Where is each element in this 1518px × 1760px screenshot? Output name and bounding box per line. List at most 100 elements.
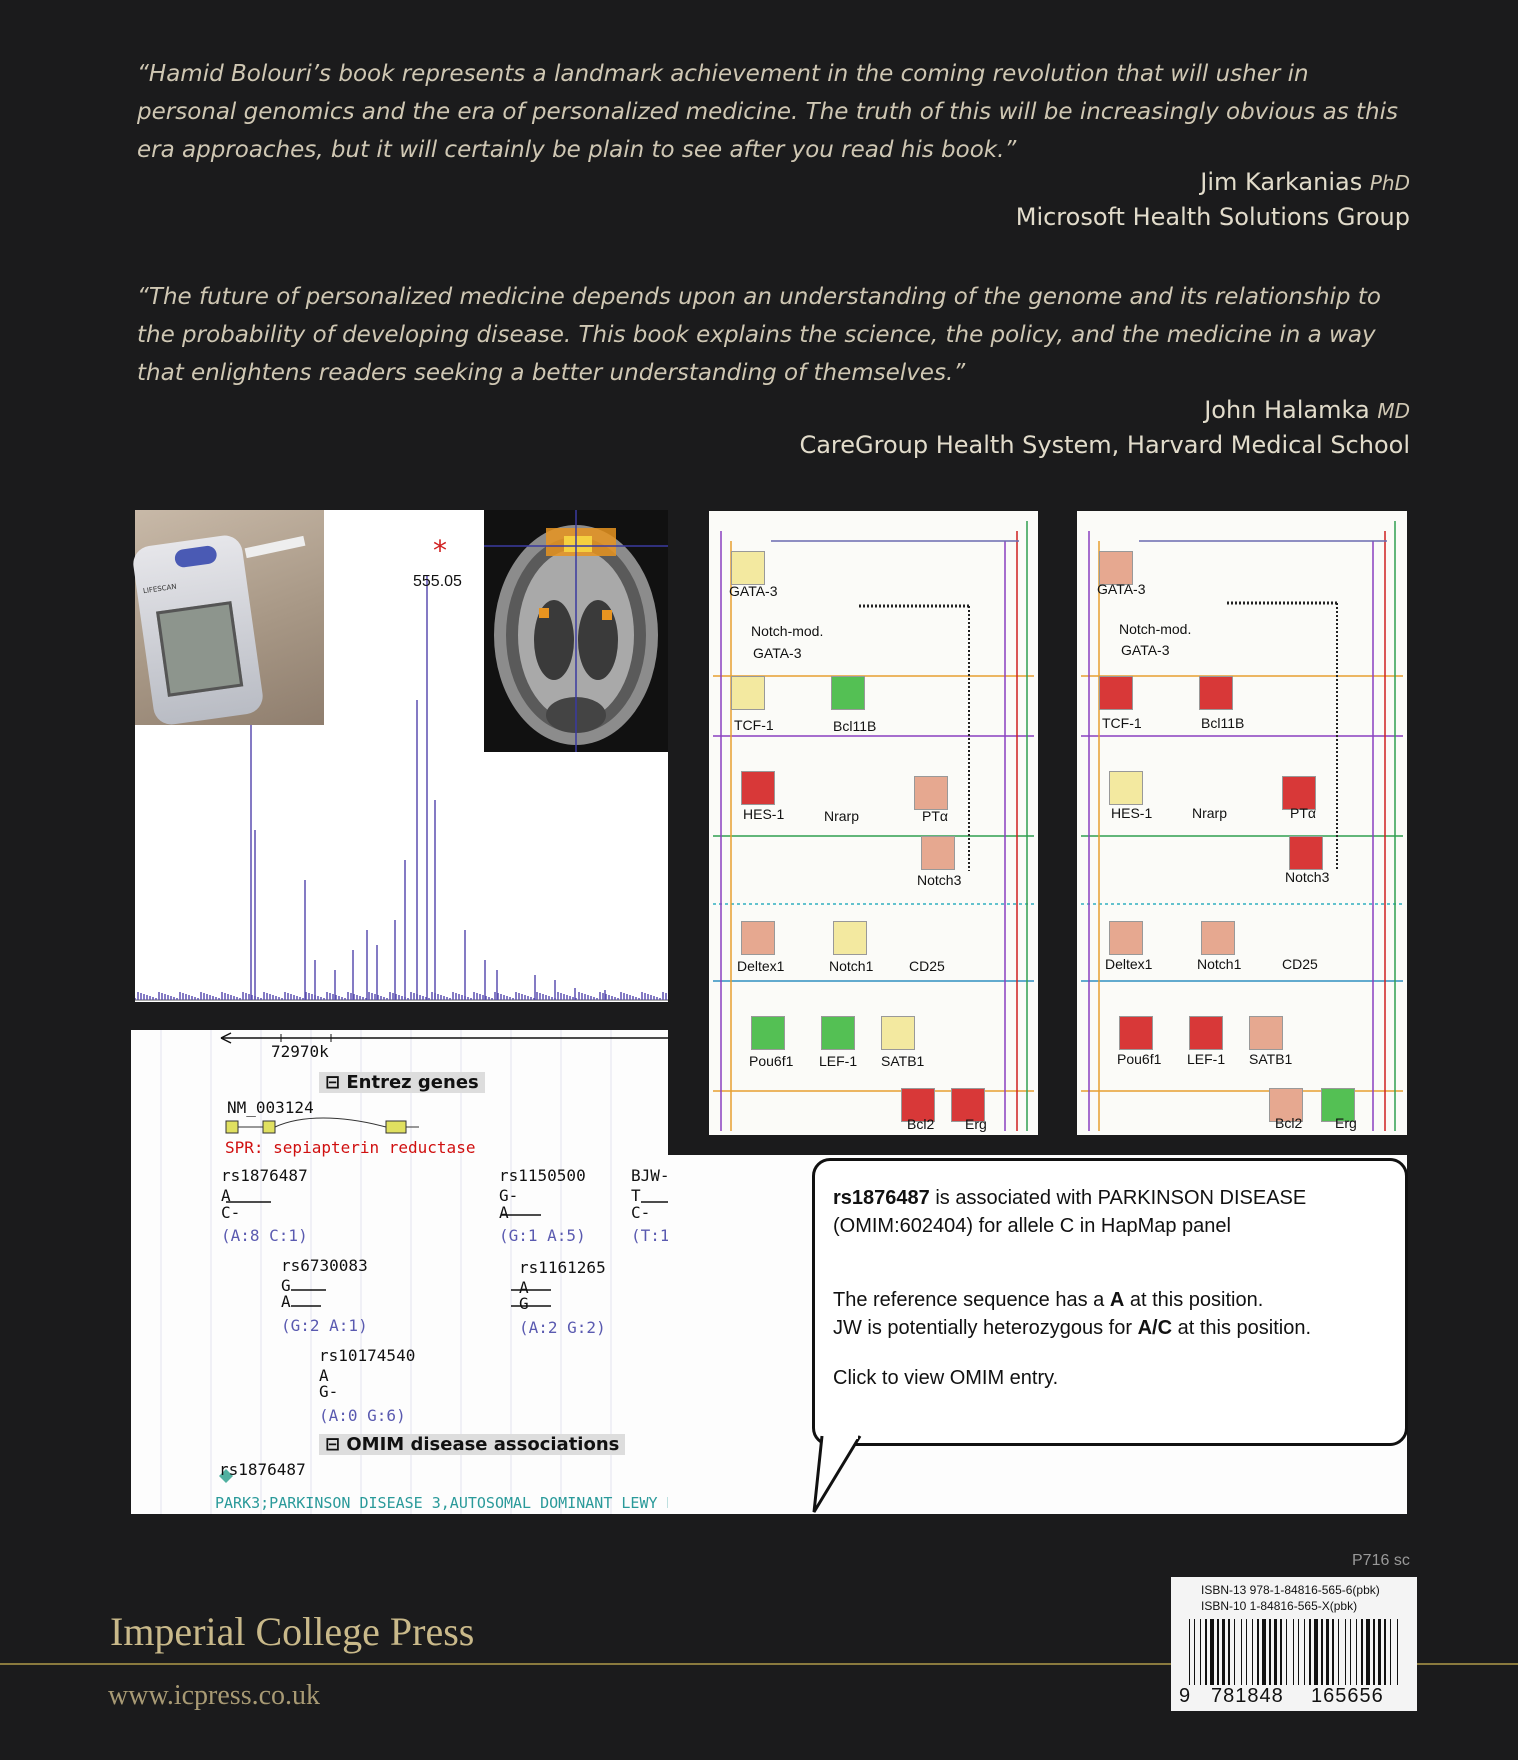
quote-2-author: John Halamka (1204, 396, 1370, 424)
node-notch1-box-left (833, 921, 867, 955)
tooltip-line-4: JW is potentially heterozygous for A/C a… (833, 1315, 1311, 1342)
node-label: Notch-mod. (751, 623, 824, 639)
barcode-digits-a: 781848 (1211, 1685, 1284, 1707)
snp-allele: A (519, 1278, 529, 1297)
node-tcf1-box-left (731, 676, 765, 710)
node-label: LEF-1 (1187, 1051, 1226, 1067)
node-hes1-box-right (1109, 771, 1143, 805)
node-satb1-box-right (1249, 1016, 1283, 1050)
node-bcl11b-box-right (1199, 676, 1233, 710)
node-label: SATB1 (1249, 1051, 1293, 1067)
snp-id[interactable]: rs1876487 (221, 1166, 308, 1185)
node-label: Bcl2 (907, 1116, 935, 1132)
quote-1-degree: PhD (1369, 171, 1410, 195)
quote-2-author-line: John Halamka MD (1204, 396, 1410, 424)
node-pou6f1-box-left (751, 1016, 785, 1050)
node-deltex1-box-left (741, 921, 775, 955)
quote-2-text: “The future of personalized medicine dep… (137, 284, 1381, 386)
node-pta-box-right (1282, 776, 1316, 810)
node-lef1-box-left (821, 1016, 855, 1050)
collapse-icon[interactable]: ⊟ (325, 1072, 341, 1093)
collapse-icon[interactable]: ⊟ (325, 1434, 341, 1455)
snp-allele: G- (499, 1186, 519, 1205)
node-erg-box-right (1321, 1088, 1355, 1122)
allele: A/C (1137, 1317, 1173, 1339)
node-notch1-box-right (1201, 921, 1235, 955)
node-label: PTα (1290, 805, 1316, 821)
text: JW is potentially heterozygous for (833, 1317, 1138, 1339)
tooltip-line-3: The reference sequence has a A at this p… (833, 1287, 1263, 1314)
node-notch3-box-left (921, 836, 955, 870)
glucose-meter-photo: LIFESCAN (131, 510, 324, 727)
gene-id[interactable]: NM_003124 (227, 1098, 314, 1117)
omim-header-label: OMIM disease associations (346, 1434, 620, 1455)
omim-snp-id[interactable]: rs1876487 (219, 1460, 306, 1479)
node-label: Erg (1335, 1115, 1357, 1131)
node-label: Bcl11B (1201, 715, 1245, 731)
quote-1-author-line: Jim Karkanias PhD (1200, 168, 1410, 196)
publisher-name: Imperial College Press (110, 1609, 475, 1654)
node-label: TCF-1 (734, 717, 774, 733)
node-gata3-box-right (1099, 551, 1133, 585)
node-pou6f1-box-right (1119, 1016, 1153, 1050)
node-hes1-box-left (741, 771, 775, 805)
barcode-digit-lead: 9 (1179, 1685, 1191, 1707)
spectrum-panel: * 555.05 LIFESCAN (131, 510, 668, 1002)
omim-disease-text[interactable]: PARK3;PARKINSON DISEASE 3,AUTOSOMAL DOMI… (215, 1494, 703, 1512)
node-label: GATA-3 (729, 583, 778, 599)
node-label: LEF-1 (819, 1053, 858, 1069)
publisher-url[interactable]: www.icpress.co.uk (108, 1680, 321, 1711)
tooltip-snp[interactable]: rs1876487 (833, 1187, 930, 1209)
snp-allele: A (319, 1366, 329, 1385)
entrez-genes-header[interactable]: ⊟ Entrez genes (319, 1072, 485, 1093)
node-label: Pou6f1 (1117, 1051, 1162, 1067)
node-label: HES-1 (743, 806, 785, 822)
snp-allele: C- (221, 1203, 241, 1222)
snp-id[interactable]: rs10174540 (319, 1346, 416, 1365)
isbn-10: ISBN-10 1-84816-565-X(pbk) (1201, 1599, 1358, 1613)
snp-id[interactable]: rs6730083 (281, 1256, 368, 1275)
isbn-13: ISBN-13 978-1-84816-565-6(pbk) (1201, 1583, 1380, 1597)
node-label: Notch3 (1285, 869, 1330, 885)
tooltip-omim-link[interactable]: Click to view OMIM entry. (833, 1367, 1059, 1389)
node-lef1-box-right (1189, 1016, 1223, 1050)
node-label: Erg (965, 1116, 987, 1132)
omim-header[interactable]: ⊟ OMIM disease associations (319, 1434, 626, 1455)
node-satb1-box-left (881, 1016, 915, 1050)
genome-grid (160, 1030, 668, 1514)
snp-allele: G (281, 1276, 291, 1295)
network-left-wires (713, 521, 1034, 1131)
gene-name[interactable]: SPR: sepiapterin reductase (225, 1138, 476, 1157)
network-right-wires (1081, 521, 1403, 1131)
genome-coordinate: 72970k (271, 1042, 329, 1061)
network-diagram-left: GATA-3 Notch-mod. GATA-3 TCF-1 Bcl11B HE… (709, 511, 1038, 1135)
text: at this position. (1172, 1317, 1312, 1339)
quote-1-affiliation: Microsoft Health Solutions Group (1015, 203, 1410, 231)
node-label: CD25 (909, 958, 945, 974)
snp-tooltip-bubble[interactable]: rs1876487 is associated with PARKINSON D… (812, 1158, 1408, 1446)
node-deltex1-box-right (1109, 921, 1143, 955)
meter-screen (156, 601, 244, 697)
snp-id[interactable]: rs1150500 (499, 1166, 586, 1185)
snp-allele: T (631, 1186, 641, 1205)
node-label: Notch1 (829, 958, 874, 974)
snp-allele: G (519, 1294, 529, 1313)
snp-id[interactable]: rs1161265 (519, 1258, 606, 1277)
node-tcf1-box-right (1099, 676, 1133, 710)
node-label: Nrarp (824, 808, 860, 824)
snp-allele: A (221, 1186, 231, 1205)
node-label: PTα (922, 808, 948, 824)
snp-allele: A (499, 1203, 509, 1222)
node-label: CD25 (1282, 956, 1318, 972)
bubble-tail (812, 1435, 862, 1513)
quote-1-text: “Hamid Bolouri’s book represents a landm… (137, 61, 1398, 163)
node-label: Nrarp (1192, 805, 1228, 821)
node-erg-box-left (951, 1088, 985, 1122)
test-strip (244, 535, 306, 559)
node-bcl2-box-right (1269, 1088, 1303, 1122)
node-gata3-box-left (731, 551, 765, 585)
snp-allele: G- (319, 1382, 339, 1401)
snp-id[interactable]: BJW-2055103 (631, 1166, 668, 1185)
snp-allele: C- (631, 1203, 651, 1222)
node-bcl2-box-left (901, 1088, 935, 1122)
